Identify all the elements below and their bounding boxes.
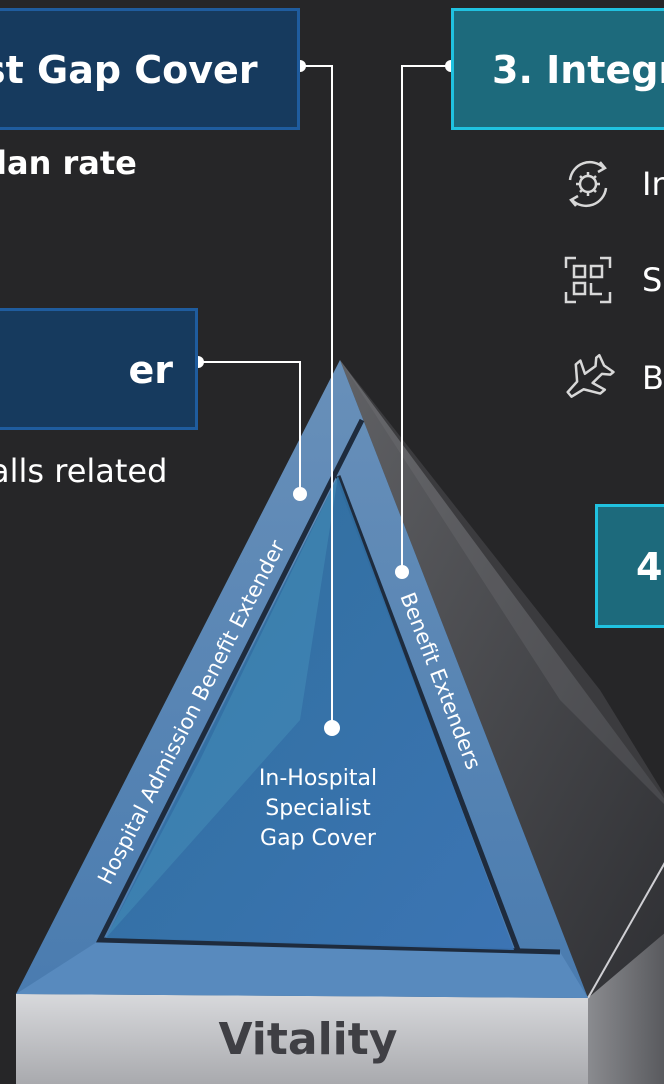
callout-subtext-plan-rate: lan rate xyxy=(0,144,137,182)
callout-box-4: 4. xyxy=(595,504,664,628)
connector-dot xyxy=(324,720,340,736)
right-band-divider xyxy=(335,475,521,951)
pyramid-right-face-highlight xyxy=(340,360,664,804)
base-side xyxy=(588,933,664,1084)
feature-text: In xyxy=(642,165,664,203)
callout-box-integrated: 3. Integr xyxy=(451,8,664,130)
inner-triangle xyxy=(106,476,514,950)
callout-subtext-related: alls related xyxy=(0,452,168,490)
feature-item: B xyxy=(556,348,664,408)
feature-text: B xyxy=(642,359,664,397)
base-front xyxy=(16,994,588,1084)
airplane-icon xyxy=(566,353,615,398)
callout-box-gap-cover: st Gap Cover xyxy=(0,8,300,130)
connector-box3 xyxy=(401,65,451,572)
scan-frame-icon xyxy=(564,256,612,304)
feature-item: In xyxy=(556,154,664,214)
connector-box2 xyxy=(198,361,301,494)
feature-item: Se xyxy=(556,250,664,310)
base-edge-line xyxy=(587,862,664,999)
connector-dot xyxy=(293,487,307,501)
base-brand-label: Vitality xyxy=(218,1014,398,1065)
inner-triangle-label: In-Hospital Specialist Gap Cover xyxy=(218,764,418,854)
callout-box-extender: er xyxy=(0,308,198,430)
connector-dot xyxy=(395,565,409,579)
inner-label-line: Specialist xyxy=(265,796,371,821)
inner-triangle-sheen xyxy=(106,476,338,938)
pyramid-lower-band xyxy=(16,940,588,998)
feature-text: Se xyxy=(642,261,664,299)
inner-label-line: Gap Cover xyxy=(260,826,376,851)
virus-refresh-icon xyxy=(568,160,608,208)
pyramid-right-face xyxy=(340,360,664,1000)
outer-band-divider xyxy=(95,418,561,955)
inner-label-line: In-Hospital xyxy=(258,766,378,791)
connector-box1 xyxy=(300,65,333,730)
